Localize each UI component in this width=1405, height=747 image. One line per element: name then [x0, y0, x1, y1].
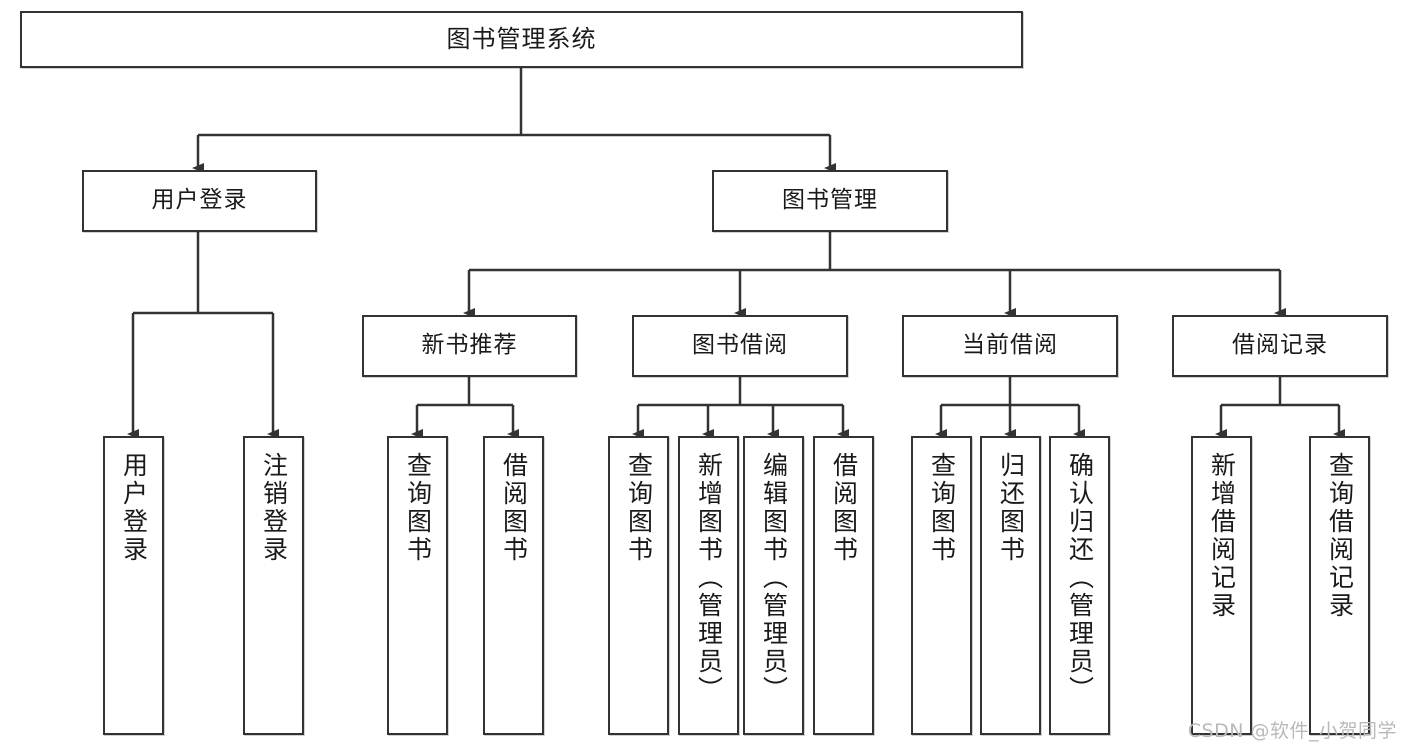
- leaf-query-book-3-label: 查询图书: [927, 452, 957, 564]
- node-book-borrow-label: 图书借阅: [692, 332, 788, 359]
- leaf-query-book-2[interactable]: 查询图书: [608, 436, 669, 735]
- leaf-user-login-label: 用户登录: [119, 452, 149, 564]
- leaf-borrow-book-2[interactable]: 借阅图书: [813, 436, 874, 735]
- leaf-query-book-2-label: 查询图书: [624, 452, 654, 564]
- node-user-login[interactable]: 用户登录: [82, 170, 317, 232]
- leaf-edit-book[interactable]: 编辑图书（管理员）: [743, 436, 804, 735]
- leaf-user-login[interactable]: 用户登录: [103, 436, 164, 735]
- leaf-edit-book-label: 编辑图书（管理员）: [759, 452, 789, 704]
- leaf-add-record[interactable]: 新增借阅记录: [1191, 436, 1252, 735]
- node-book-borrow[interactable]: 图书借阅: [632, 315, 848, 377]
- leaf-confirm-return-label: 确认归还（管理员）: [1065, 452, 1095, 704]
- node-borrow-record-label: 借阅记录: [1232, 332, 1328, 359]
- leaf-borrow-book-1-label: 借阅图书: [499, 452, 529, 564]
- leaf-query-book-3[interactable]: 查询图书: [911, 436, 972, 735]
- leaf-add-book-label: 新增图书（管理员）: [694, 452, 724, 704]
- leaf-query-book-1[interactable]: 查询图书: [387, 436, 448, 735]
- node-current-borrow-label: 当前借阅: [962, 332, 1058, 359]
- leaf-query-record-label: 查询借阅记录: [1325, 452, 1355, 620]
- node-new-book-recommend[interactable]: 新书推荐: [362, 315, 577, 377]
- csdn-watermark: CSDN @软件_小贺同学: [1187, 720, 1397, 742]
- leaf-logout-login-label: 注销登录: [259, 452, 289, 564]
- leaf-add-book[interactable]: 新增图书（管理员）: [678, 436, 739, 735]
- leaf-return-book-label: 归还图书: [996, 452, 1026, 564]
- node-current-borrow[interactable]: 当前借阅: [902, 315, 1118, 377]
- node-book-manage[interactable]: 图书管理: [712, 170, 948, 232]
- leaf-add-record-label: 新增借阅记录: [1207, 452, 1237, 620]
- node-root[interactable]: 图书管理系统: [20, 11, 1023, 68]
- leaf-logout-login[interactable]: 注销登录: [243, 436, 304, 735]
- leaf-confirm-return[interactable]: 确认归还（管理员）: [1049, 436, 1110, 735]
- node-new-book-recommend-label: 新书推荐: [421, 332, 518, 359]
- leaf-borrow-book-2-label: 借阅图书: [829, 452, 859, 564]
- leaf-query-record[interactable]: 查询借阅记录: [1309, 436, 1370, 735]
- leaf-borrow-book-1[interactable]: 借阅图书: [483, 436, 544, 735]
- leaf-query-book-1-label: 查询图书: [403, 452, 433, 564]
- node-borrow-record[interactable]: 借阅记录: [1172, 315, 1388, 377]
- node-root-label: 图书管理系统: [446, 25, 597, 54]
- node-book-manage-label: 图书管理: [782, 187, 878, 214]
- leaf-return-book[interactable]: 归还图书: [980, 436, 1041, 735]
- node-user-login-label: 用户登录: [151, 187, 248, 214]
